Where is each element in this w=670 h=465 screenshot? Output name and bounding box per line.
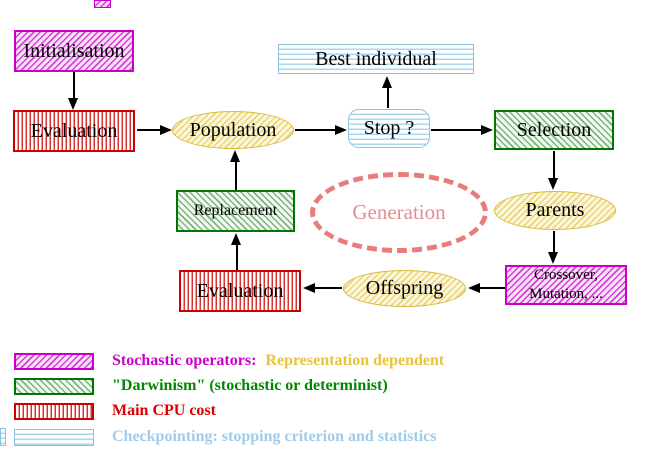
arrowhead-initialisation-to-evaluation (68, 98, 78, 110)
arrowhead-parents-to-crossover (548, 252, 558, 264)
legend-item-darwinism: "Darwinism" (stochastic or determinist) (14, 377, 388, 395)
node-parents: Parents (494, 191, 616, 230)
node-best-individual-label: Best individual (315, 47, 437, 70)
legend-swatch-green-diagonal (14, 377, 94, 395)
arrow-crossover-to-offspring (479, 287, 505, 289)
node-evaluation-bottom: Evaluation (179, 270, 301, 312)
node-selection: Selection (494, 110, 614, 150)
arrow-population-to-stop (295, 129, 336, 131)
legend-text-checkpointing: Checkpointing: stopping criterion and st… (112, 428, 437, 445)
legend-swatch-cyan-horizontal (14, 428, 94, 446)
arrowhead-selection-to-parents (548, 178, 558, 190)
arrowhead-population-to-stop (335, 124, 347, 135)
node-mutation-label: Mutation, ... (529, 286, 603, 302)
arrowhead-stop-to-best-individual (382, 76, 392, 88)
node-generation-label: Generation (352, 200, 446, 224)
legend-label-stochastic-operators: Stochastic operators: Representation depe… (112, 352, 444, 370)
node-replacement-label: Replacement (193, 201, 278, 219)
arrowhead-stop-to-selection (481, 124, 493, 135)
arrowhead-replacement-to-population (230, 150, 240, 162)
arrowhead-offspring-to-evaluation (303, 282, 315, 293)
arrow-evaluation-to-population (137, 129, 161, 131)
node-population: Population (172, 111, 294, 149)
node-crossover-label: Crossover, (534, 267, 598, 284)
arrowhead-evaluation-to-population (160, 124, 172, 135)
node-offspring-label: Offspring (365, 277, 444, 299)
legend-swatch-magenta-diagonal (14, 352, 94, 370)
legend-text-stochastic: Stochastic operators: (112, 352, 257, 369)
arrowhead-evaluation-to-replacement (231, 233, 241, 245)
node-evaluation-bottom-label: Evaluation (196, 279, 284, 302)
legend-text-darwinism: "Darwinism" (stochastic or determinist) (112, 377, 388, 394)
node-initialisation-label: Initialisation (23, 39, 125, 62)
clipped-magenta-fragment (94, 0, 111, 8)
node-population-label: Population (189, 118, 277, 141)
arrow-stop-to-selection (431, 129, 482, 131)
node-offspring: Offspring (343, 270, 466, 307)
node-initialisation: Initialisation (14, 30, 134, 72)
arrow-offspring-to-evaluation (314, 287, 342, 289)
arrowhead-crossover-to-offspring (468, 282, 480, 293)
node-evaluation-top: Evaluation (13, 110, 135, 152)
arrow-stop-to-best-individual (387, 87, 389, 108)
node-selection-label: Selection (516, 118, 592, 141)
arrow-replacement-to-population (235, 161, 237, 190)
node-best-individual: Best individual (278, 44, 474, 74)
legend-item-checkpointing: Checkpointing: stopping criterion and st… (14, 428, 436, 446)
arrow-parents-to-crossover (553, 231, 555, 253)
clipped-blue-fragment (0, 428, 6, 446)
node-crossover-mutation: Crossover, Mutation, ... (505, 265, 627, 305)
node-parents-label: Parents (525, 199, 585, 221)
arrow-initialisation-to-evaluation (73, 72, 75, 99)
legend-item-stochastic-operators: Stochastic operators: Representation depe… (14, 352, 444, 370)
node-stop: Stop ? (348, 109, 430, 148)
node-replacement: Replacement (176, 190, 295, 232)
legend-swatch-red-vertical (14, 402, 94, 420)
legend-text-cpu-cost: Main CPU cost (112, 402, 216, 419)
node-stop-label: Stop ? (363, 117, 415, 139)
node-evaluation-top-label: Evaluation (30, 119, 118, 142)
node-generation: Generation (310, 172, 488, 253)
legend-item-cpu-cost: Main CPU cost (14, 402, 216, 420)
legend-text-representation: Representation dependent (265, 352, 445, 369)
arrow-selection-to-parents (553, 151, 555, 179)
arrow-evaluation-to-replacement (236, 244, 238, 270)
